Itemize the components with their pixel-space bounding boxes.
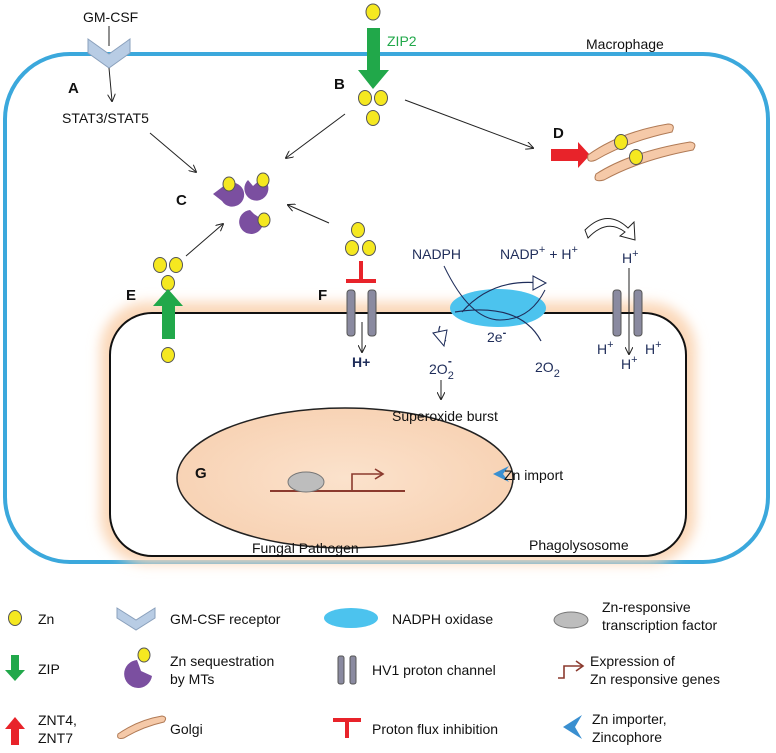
label-c: C xyxy=(176,192,187,209)
legend-label: Zn sequestration xyxy=(170,653,274,669)
legend-label: Zn importer, xyxy=(592,711,667,727)
legend-label: ZIP xyxy=(38,661,60,677)
legend-transcription-factor-icon xyxy=(553,611,589,629)
legend-gene-expression-icon xyxy=(558,665,582,679)
legend-hv1-channel-icon xyxy=(349,655,357,685)
gene-expression-arrow-icon xyxy=(351,473,382,491)
zinc-ion xyxy=(257,212,271,228)
nadph-label: NADPH xyxy=(412,246,461,262)
nadp-label: NADP++ H+ xyxy=(500,244,578,262)
legend-label-line2: transcription factor xyxy=(602,617,717,633)
legend-golgi-icon xyxy=(117,715,167,739)
fungal-pathogen xyxy=(176,407,514,549)
label-d: D xyxy=(553,125,564,142)
mt-icon xyxy=(213,182,245,207)
superoxide-label: 2O2- xyxy=(429,354,454,382)
nadp-arrow xyxy=(461,281,541,313)
zinc-ion xyxy=(358,90,372,106)
legend-label: Expression of xyxy=(590,653,675,669)
legend-label-line2: Zn responsive genes xyxy=(590,671,720,687)
zinc-ion xyxy=(345,240,359,256)
zn-import-label: Zn import xyxy=(504,467,563,483)
hv1-channel-icon xyxy=(633,289,643,337)
legend-mt-icon xyxy=(124,660,152,688)
legend-label-line2: ZNT7 xyxy=(38,730,73,746)
legend-label-line2: Zincophore xyxy=(592,729,662,745)
zinc-ion xyxy=(351,222,365,238)
stat-label: STAT3/STAT5 xyxy=(62,110,149,126)
nadph-oxidase-icon xyxy=(450,289,546,327)
znt-arrow-icon xyxy=(551,142,590,168)
phagolysosome-label: Phagolysosome xyxy=(529,537,629,553)
legend-label: HV1 proton channel xyxy=(372,662,496,678)
electrons-label: 2e- xyxy=(487,327,507,345)
legend-zinc-icon xyxy=(8,610,22,626)
legend-proton-inhibition-icon xyxy=(333,718,361,738)
hv1-channel-icon xyxy=(367,289,377,337)
zip2-transporter-icon xyxy=(358,28,389,89)
legend-label: GM-CSF receptor xyxy=(170,611,281,627)
legend-label: Zn-responsive xyxy=(602,599,691,615)
zinc-ion xyxy=(161,347,175,363)
nadph-electron-path xyxy=(443,265,546,321)
legend-gm-csf-receptor-icon xyxy=(116,607,156,631)
label-a: A xyxy=(68,80,79,97)
proton-label: H+ xyxy=(597,339,614,357)
gm-csf-label: GM-CSF xyxy=(83,9,138,25)
legend-hv1-channel-icon xyxy=(337,655,345,685)
proton-label-right: H+ xyxy=(622,248,639,266)
zinc-ion xyxy=(362,240,376,256)
hv1-channel-icon xyxy=(612,289,622,337)
legend-zinc-icon xyxy=(137,647,151,663)
zinc-ion xyxy=(366,110,380,126)
legend-label: ZNT4, xyxy=(38,712,77,728)
legend-nadph-oxidase-icon xyxy=(324,608,378,628)
proton-label: H+ xyxy=(621,354,638,372)
gm-csf-receptor-icon xyxy=(87,38,131,69)
zip-transporter-icon xyxy=(153,289,183,339)
legend-zip-icon xyxy=(5,655,25,681)
macrophage-label: Macrophage xyxy=(586,36,664,52)
legend-zn-importer-icon xyxy=(563,715,582,739)
golgi-icon xyxy=(587,123,674,162)
legend-label: Zn xyxy=(38,611,54,627)
label-e: E xyxy=(126,287,136,304)
fungal-pathogen-label: Fungal Pathogen xyxy=(252,540,359,556)
zinc-ion xyxy=(161,275,175,291)
proton-label: H+ xyxy=(645,339,662,357)
mt-zinc-cluster xyxy=(213,172,271,234)
label-f: F xyxy=(318,287,327,304)
zn-importer-icon xyxy=(493,466,509,482)
legend: Zn GM-CSF receptor NADPH oxidase Zn-resp… xyxy=(5,599,720,746)
zinc-ion-top xyxy=(365,3,381,21)
proton-flow-arrow xyxy=(584,218,636,241)
legend-label: Proton flux inhibition xyxy=(372,721,498,737)
zinc-ion xyxy=(614,134,628,150)
transcription-factor-icon xyxy=(287,471,325,493)
zinc-ion xyxy=(153,257,167,273)
zinc-ion xyxy=(256,172,270,188)
superoxide-burst-label: Superoxide burst xyxy=(392,408,498,424)
legend-label: Golgi xyxy=(170,721,203,737)
legend-label: NADPH oxidase xyxy=(392,611,493,627)
proton-inhibition-icon xyxy=(346,261,376,283)
label-g: G xyxy=(195,465,207,482)
hv1-channel-icon xyxy=(346,289,356,337)
mt-icon xyxy=(239,210,264,234)
zinc-ion xyxy=(169,257,183,273)
legend-label-line2: by MTs xyxy=(170,671,214,687)
oxygen-label: 2O2 xyxy=(535,359,560,380)
zinc-ion xyxy=(629,149,643,165)
proton-label-f: H+ xyxy=(352,354,370,370)
zinc-ion xyxy=(374,90,388,106)
o2-arrow xyxy=(454,309,542,342)
zinc-ion xyxy=(222,176,236,192)
golgi-icon xyxy=(594,141,696,182)
legend-znt-icon xyxy=(5,717,25,745)
zip2-label: ZIP2 xyxy=(387,33,417,49)
label-b: B xyxy=(334,76,345,93)
